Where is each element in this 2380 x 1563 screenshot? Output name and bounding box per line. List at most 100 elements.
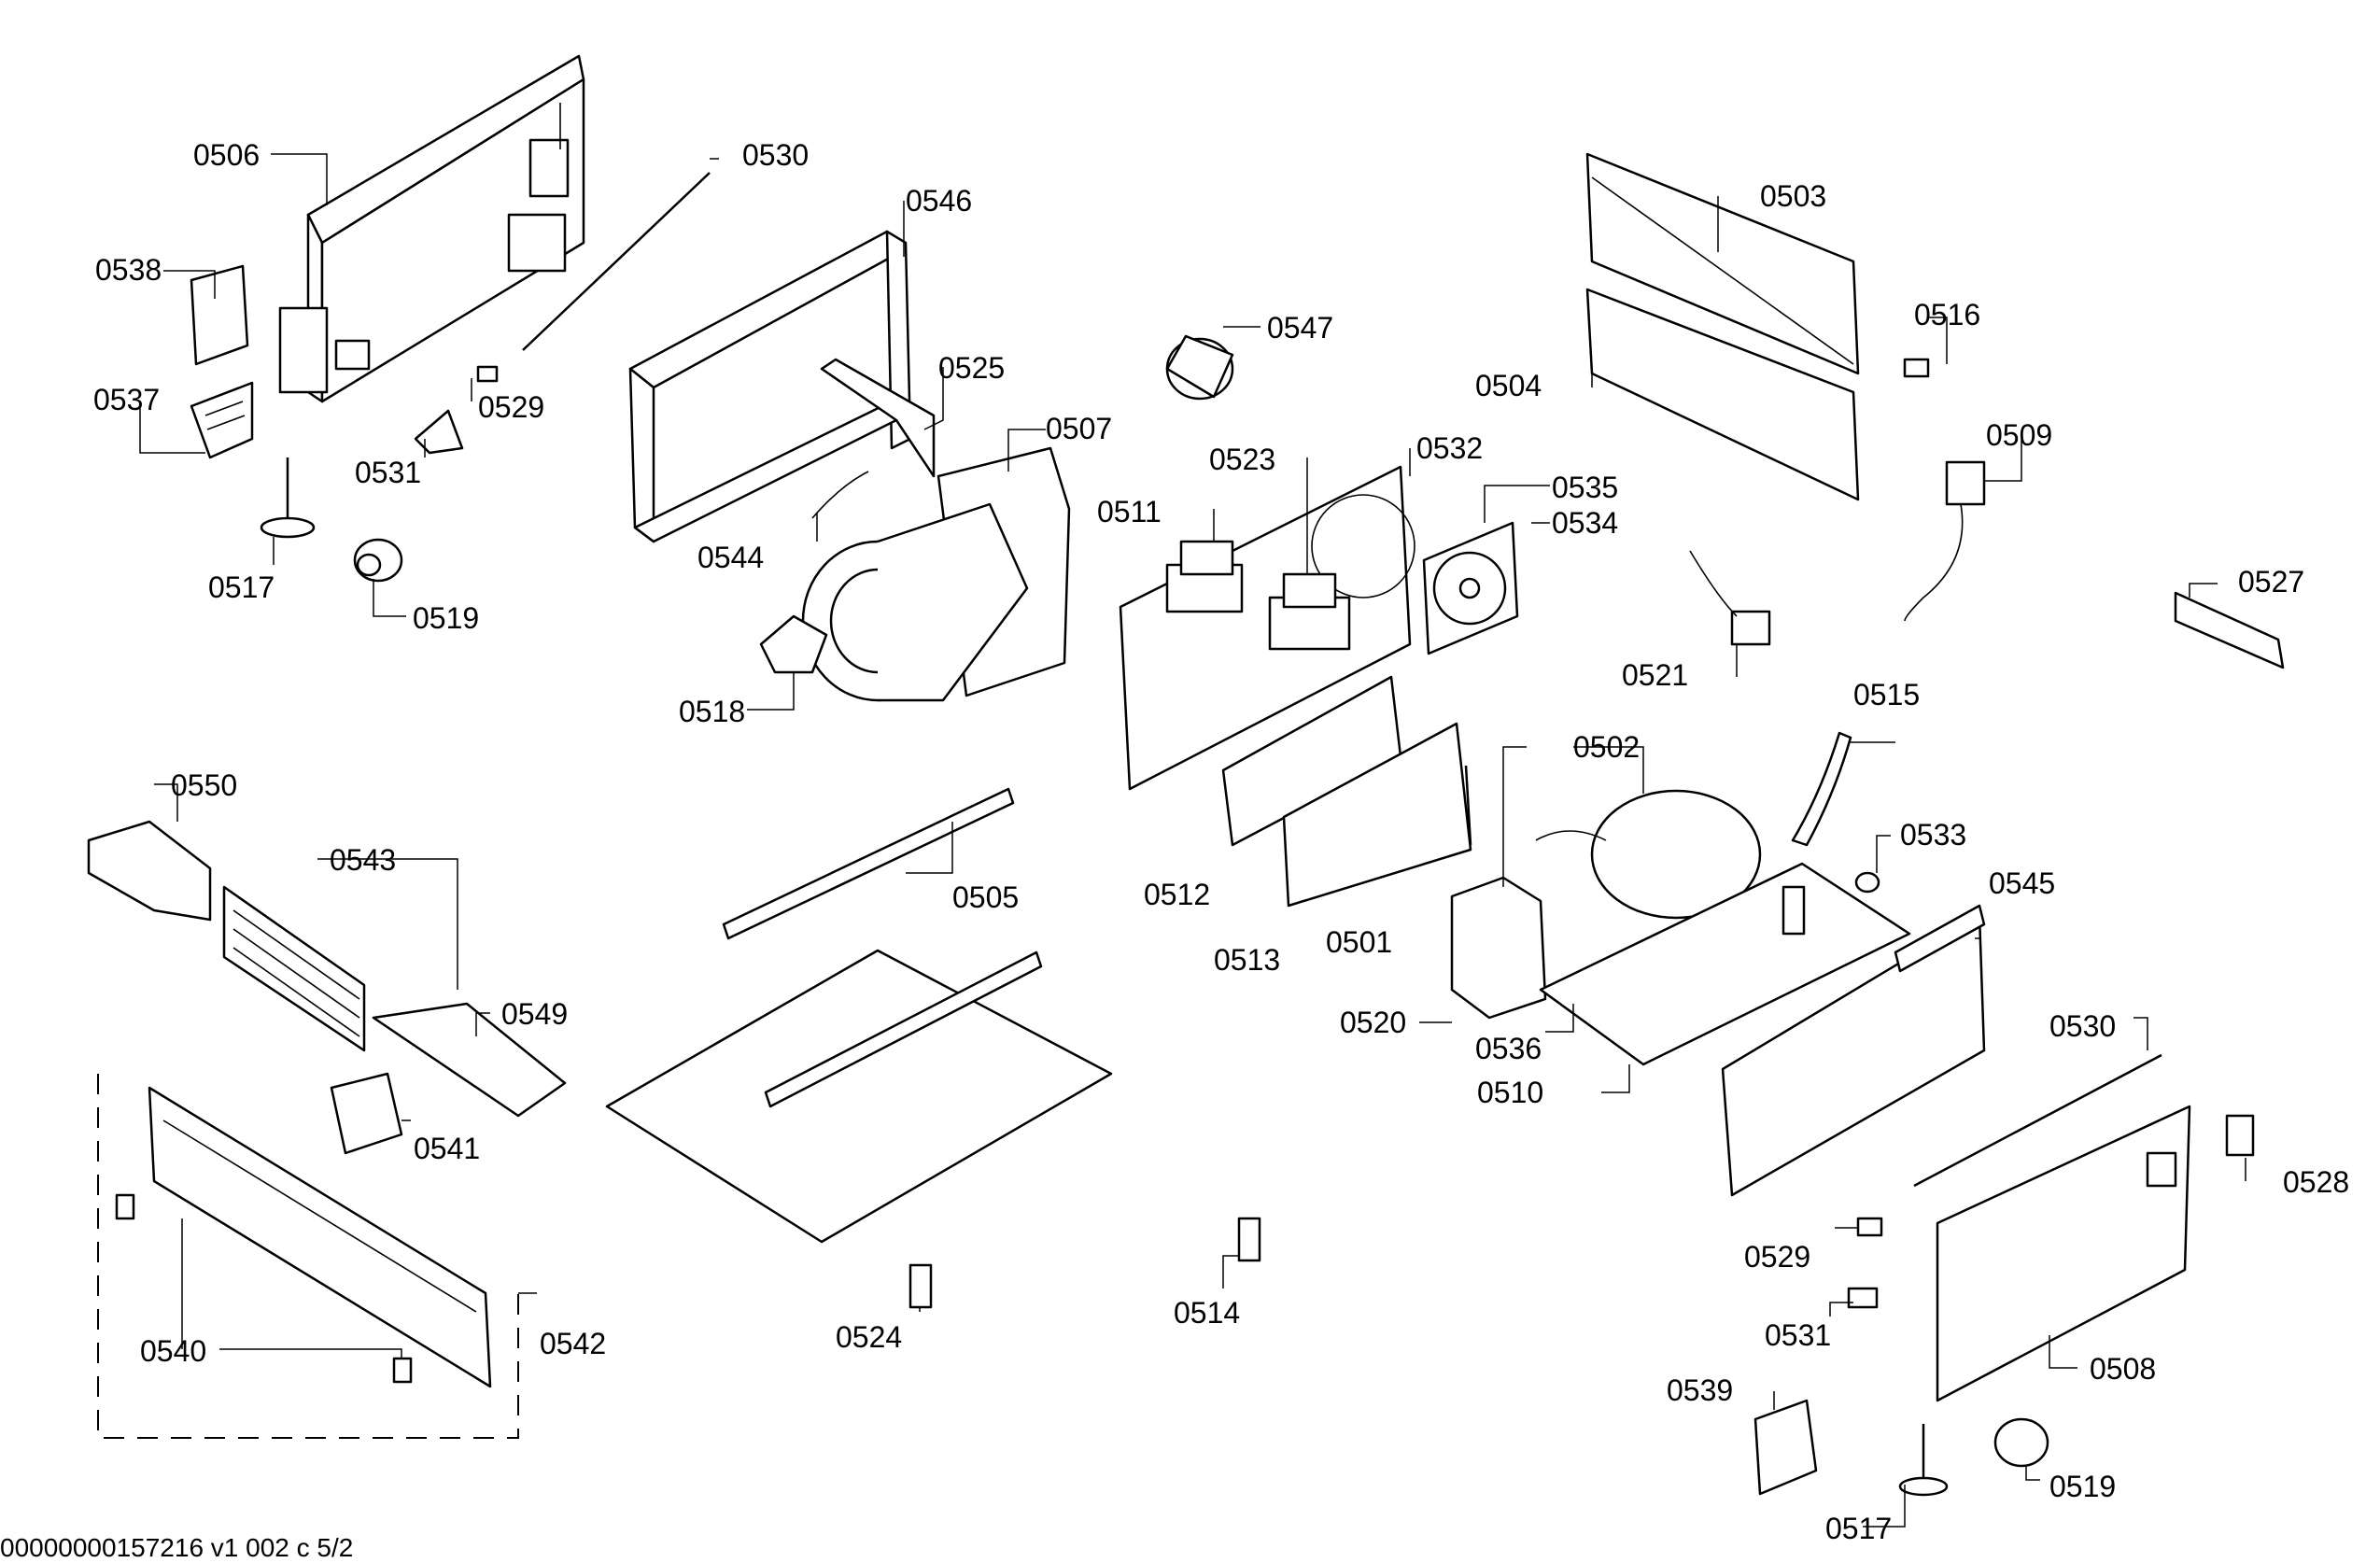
part-label-0517-right: 0517: [1825, 1512, 1892, 1544]
drawing-0506: [278, 54, 585, 403]
drawing-0542: [811, 471, 869, 519]
drawing-0538: [190, 264, 249, 366]
drawing-0532-hole: [1311, 494, 1415, 598]
drawing-0528: [2225, 1114, 2255, 1157]
part-label-0507: 0507: [1046, 412, 1112, 445]
drawing-reference: 00000000157216 v1 002 c 5/2: [0, 1533, 354, 1562]
drawing-0515: [1791, 731, 1852, 847]
drawing-0518: [759, 614, 828, 674]
drawing-0544-panel: [148, 1086, 492, 1388]
part-label-0501: 0501: [1326, 925, 1392, 959]
part-label-0529-top: 0529: [478, 390, 544, 424]
part-label-0538: 0538: [95, 253, 162, 287]
drawing-0540-a: [115, 1193, 135, 1220]
drawing-0504: [1585, 288, 1860, 501]
drawing-0547: [1165, 334, 1234, 401]
drawing-0525: [820, 358, 936, 478]
part-label-0524: 0524: [836, 1320, 902, 1354]
drawing-0503-cross: [1591, 176, 1854, 365]
part-label-0517-top: 0517: [208, 570, 275, 604]
drawing-0517-top: [260, 458, 316, 539]
part-label-0542: 0544: [697, 541, 764, 574]
part-label-0504: 0504: [1475, 369, 1542, 402]
drawing-0505-rail-2: [764, 950, 1043, 1108]
drawing-0539: [1753, 1399, 1818, 1496]
part-label-0510: 0510: [1477, 1076, 1543, 1109]
part-label-0525: 0525: [938, 351, 1005, 385]
part-label-0508: 0508: [2090, 1352, 2156, 1386]
drawing-0531-right: [1847, 1287, 1879, 1309]
part-label-0534: 0534: [1552, 506, 1618, 540]
drawing-0508: [1936, 1105, 2191, 1402]
part-label-0516: 0516: [1914, 298, 1980, 331]
part-label-0509: 0509: [1986, 418, 2052, 452]
drawing-0549: [372, 1002, 567, 1118]
part-label-0543: 0543: [330, 843, 396, 877]
drawing-0543: [222, 885, 366, 1052]
drawing-0514: [1237, 1217, 1261, 1262]
part-label-0532: 0532: [1416, 431, 1483, 465]
drawing-0530-right: [1913, 1053, 2162, 1188]
drawing-0501: [1464, 765, 1472, 846]
part-label-0544: 0542: [540, 1327, 606, 1360]
part-label-0546: 0545: [1989, 866, 2055, 900]
part-label-0515: 0515: [1853, 678, 1920, 711]
drawing-0505-tray: [605, 949, 1113, 1244]
part-label-0529-right: 0529: [1744, 1240, 1810, 1274]
part-label-0519-top: 0519: [413, 601, 479, 635]
part-label-0523: 0523: [1209, 443, 1275, 476]
drawing-0544-box: [97, 1074, 519, 1439]
part-labels: 0506 0530 0546 0538 0537 0529 0531 0517 …: [93, 138, 2349, 1544]
drawing-0505-rail: [722, 787, 1015, 940]
part-label-0506: 0506: [193, 138, 260, 172]
leader-lines: [139, 153, 2246, 1528]
drawing-0524: [908, 1263, 933, 1309]
drawing-0540-b: [392, 1357, 413, 1384]
drawing-0529-right: [1856, 1217, 1883, 1237]
drawing-0510-post: [1781, 885, 1806, 936]
drawing-0530-top: [522, 172, 711, 351]
part-drawings: [87, 54, 2285, 1497]
drawing-0519-top: [353, 538, 403, 583]
part-label-0536: 0536: [1475, 1032, 1542, 1065]
drawing-0523: [1268, 572, 1351, 651]
part-label-0547: 0547: [1267, 311, 1333, 345]
part-label-0540: 0540: [140, 1334, 206, 1368]
part-label-0531-right: 0531: [1765, 1318, 1831, 1352]
part-label-0545: 0546: [906, 184, 972, 218]
part-label-0521: 0521: [1622, 658, 1688, 692]
part-label-0519-right: 0519: [2049, 1470, 2116, 1503]
drawing-0511: [1165, 540, 1244, 613]
drawing-0517-right: [1898, 1424, 1949, 1497]
part-label-0513: 0513: [1214, 943, 1280, 977]
part-label-0502: 0502: [1573, 730, 1640, 764]
drawing-0544-slot: [162, 1119, 477, 1313]
drawing-0507: [801, 446, 1071, 702]
part-label-0530-top: 0530: [742, 138, 809, 172]
drawing-0520: [1450, 876, 1547, 1020]
part-label-0537: 0537: [93, 383, 160, 416]
part-label-0531-top: 0531: [355, 456, 421, 489]
drawing-0513: [1282, 722, 1472, 908]
part-label-0549: 0549: [501, 997, 568, 1031]
part-label-0505: 0505: [952, 880, 1019, 914]
part-label-0512: 0512: [1144, 878, 1210, 911]
drawing-0519-right: [1993, 1417, 2049, 1468]
drawing-0537: [190, 381, 254, 459]
drawing-0535: [1422, 521, 1519, 655]
part-label-0535: 0535: [1552, 471, 1618, 504]
drawing-0541: [330, 1072, 403, 1155]
drawing-0508-tab: [2146, 1151, 2177, 1188]
drawing-0546: [1721, 904, 1986, 1197]
part-label-0533: 0533: [1900, 818, 1966, 852]
drawing-0516: [1903, 358, 1930, 378]
part-label-0514: 0514: [1174, 1296, 1240, 1330]
drawing-0502: [1535, 789, 1762, 920]
part-label-0520: 0520: [1340, 1006, 1406, 1039]
part-label-0527: 0527: [2238, 565, 2304, 598]
part-label-0539: 0539: [1667, 1373, 1733, 1407]
drawing-0531-top: [414, 409, 464, 455]
drawing-0521: [1689, 550, 1771, 646]
drawing-0533: [1854, 871, 1880, 894]
